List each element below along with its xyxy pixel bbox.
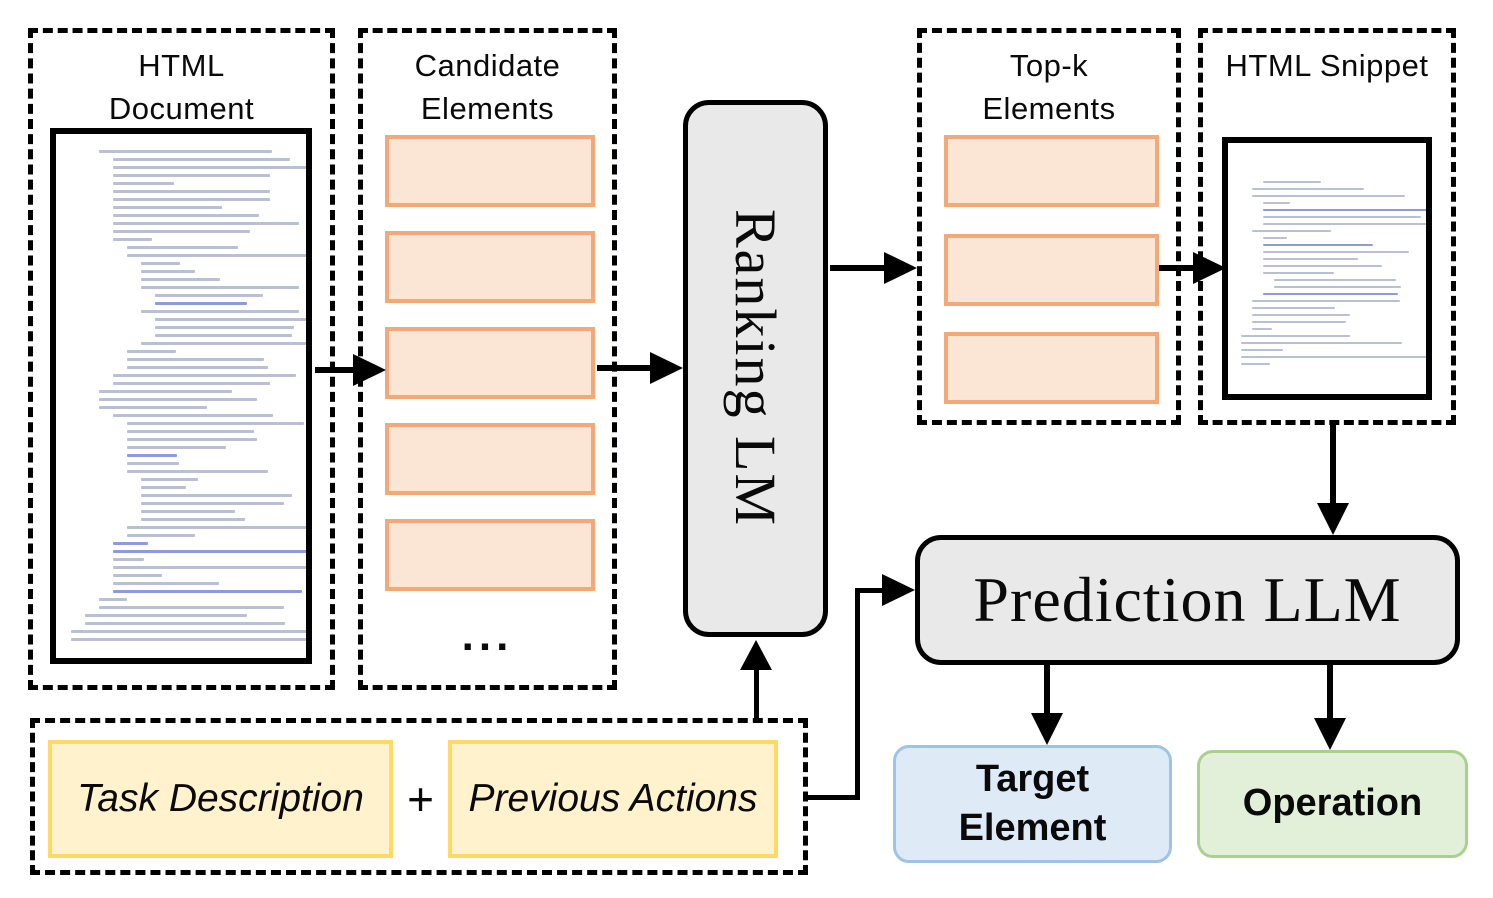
arrow-doc-to-candidates <box>315 367 357 373</box>
arrow-topk-to-snippet <box>1159 265 1195 271</box>
prediction-llm-box: Prediction LLM <box>915 535 1460 665</box>
arrow-input-to-prediction-seg3 <box>858 588 884 593</box>
html-snippet-page <box>1222 137 1432 400</box>
arrowhead-input-to-prediction <box>882 574 915 606</box>
candidate-elements-title: Candidate Elements <box>414 48 561 126</box>
task-description-label: Task Description <box>77 776 364 820</box>
arrow-ranking-to-topk <box>830 265 886 271</box>
topk-element-box <box>944 234 1159 306</box>
prediction-llm-label: Prediction LLM <box>973 564 1402 635</box>
html-document-group: HTML Document <box>28 28 335 690</box>
candidate-element-box <box>385 327 595 399</box>
topk-element-box <box>944 332 1159 404</box>
candidate-element-box <box>385 135 595 207</box>
candidate-element-box <box>385 519 595 591</box>
candidate-element-box <box>385 231 595 303</box>
plus-sign: + <box>407 773 434 825</box>
candidate-elements-group: Candidate Elements ... <box>358 28 617 690</box>
candidate-element-box <box>385 423 595 495</box>
arrow-candidates-to-ranking <box>597 365 652 371</box>
html-snippet-title: HTML Snippet <box>1225 48 1429 83</box>
ranking-lm-box: Ranking LM <box>683 100 828 637</box>
arrow-input-to-prediction-seg1 <box>806 795 860 800</box>
arrowhead-topk-to-snippet <box>1193 252 1226 284</box>
arrow-prediction-to-operation <box>1327 665 1333 720</box>
arrowhead-doc-to-candidates <box>353 354 386 386</box>
task-input-group: Task Description + Previous Actions <box>30 718 808 875</box>
previous-actions-label: Previous Actions <box>468 776 758 820</box>
arrowhead-prediction-to-operation <box>1314 718 1346 750</box>
html-document-code-lines <box>56 134 306 656</box>
topk-elements-group: Top-k Elements <box>917 28 1181 425</box>
topk-elements-title: Top-k Elements <box>982 48 1116 126</box>
arrow-input-to-prediction-seg2 <box>855 588 860 800</box>
arrow-prediction-to-target <box>1044 665 1050 715</box>
arrowhead-ranking-to-topk <box>884 252 917 284</box>
arrowhead-snippet-to-prediction <box>1317 503 1349 535</box>
task-description-box: Task Description <box>48 740 393 858</box>
ranking-lm-label: Ranking LM <box>723 209 788 528</box>
arrowhead-candidates-to-ranking <box>650 352 683 384</box>
html-snippet-code-lines <box>1228 143 1426 380</box>
arrow-snippet-to-prediction <box>1330 425 1336 507</box>
html-snippet-group: HTML Snippet <box>1198 28 1456 425</box>
operation-label: Operation <box>1242 782 1423 825</box>
previous-actions-box: Previous Actions <box>448 740 778 858</box>
topk-element-box <box>944 135 1159 207</box>
target-element-box: Target Element <box>893 745 1172 863</box>
arrowhead-input-to-ranking <box>740 640 772 670</box>
html-document-title: HTML Document <box>108 48 255 126</box>
candidate-ellipsis: ... <box>461 611 514 660</box>
target-element-label: Target Element <box>958 757 1107 849</box>
arrow-input-to-ranking <box>754 666 759 720</box>
html-document-page <box>50 128 312 664</box>
operation-box: Operation <box>1197 750 1468 858</box>
arrowhead-prediction-to-target <box>1031 713 1063 745</box>
